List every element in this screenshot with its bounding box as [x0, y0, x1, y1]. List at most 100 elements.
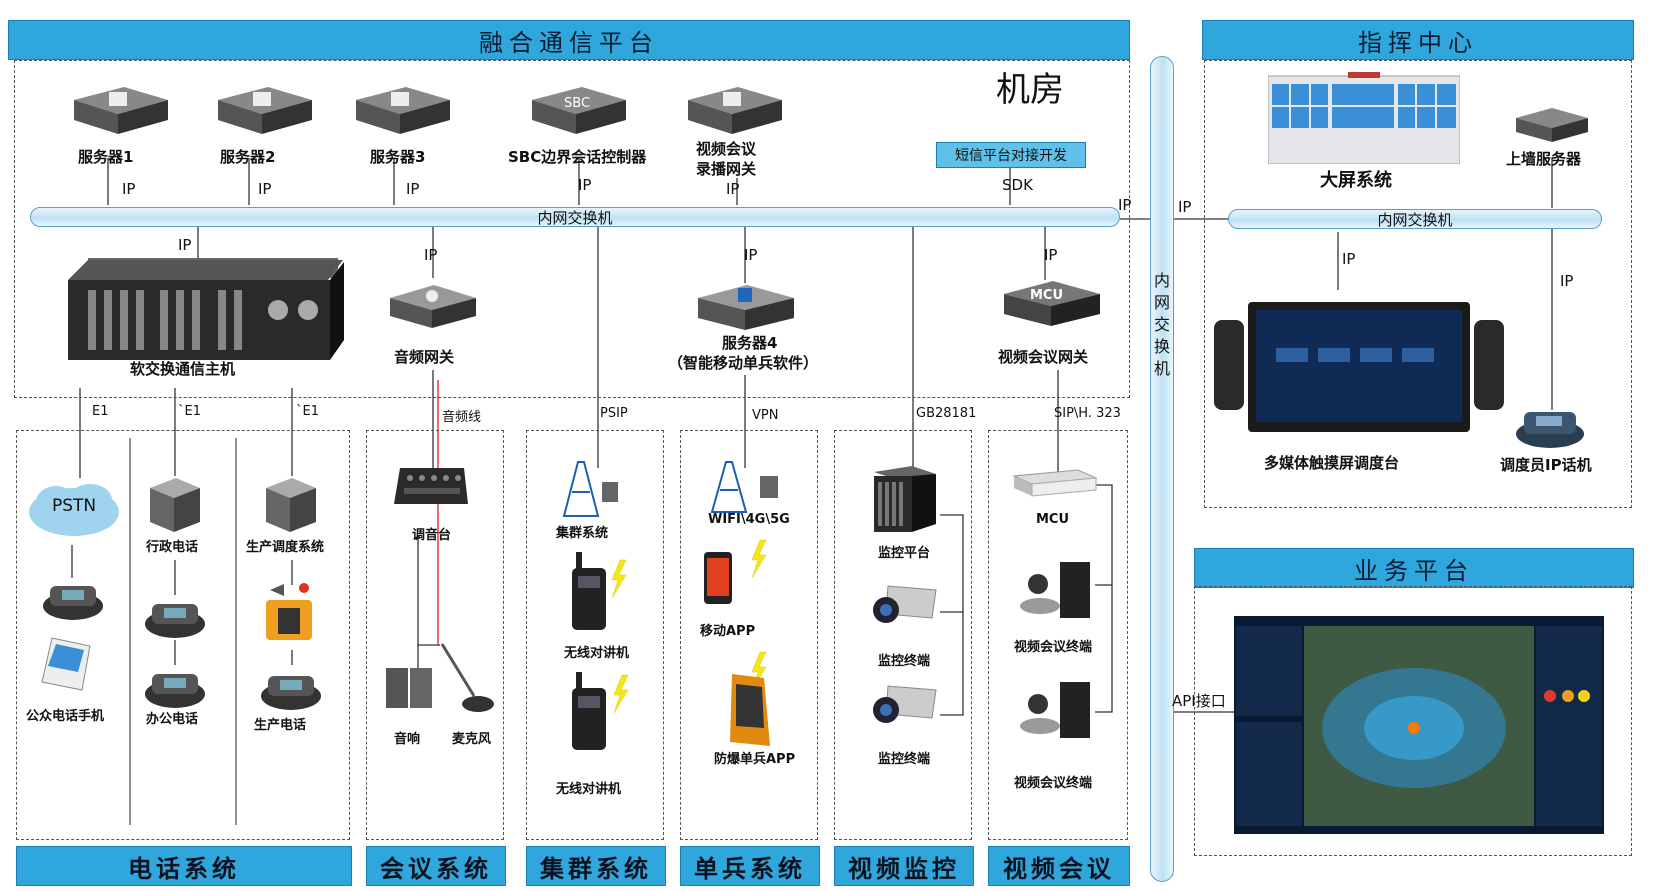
server3-icon	[356, 87, 450, 134]
ip-label: IP	[424, 246, 438, 264]
soldier-system-box	[680, 430, 818, 840]
server2-icon	[218, 87, 312, 134]
ip-label: IP	[578, 176, 592, 194]
radio1-label: 无线对讲机	[564, 646, 630, 661]
e1b-label: `E1	[178, 404, 201, 419]
audio-gateway-label: 音频网关	[394, 348, 455, 366]
camera-icon	[873, 685, 937, 723]
phone-system-footer: 电话系统	[16, 846, 352, 886]
ip-label: IP	[1118, 196, 1132, 214]
cluster-label: 集群系统	[556, 526, 609, 541]
monitor-platform-icon	[874, 466, 936, 532]
ex-app-label: 防爆单兵APP	[714, 752, 796, 767]
ip-label: IP	[406, 180, 420, 198]
vertical-switch-label: 内网交换机	[1153, 271, 1170, 378]
server2-label: 服务器2	[220, 148, 276, 166]
gb28181-label: GB28181	[916, 406, 977, 421]
microphone-icon	[440, 643, 494, 712]
prod-exchange-icon	[266, 478, 316, 532]
pstn-label: PSTN	[52, 496, 97, 516]
phone-system-box	[16, 430, 350, 840]
desk-phone-icon	[261, 676, 321, 710]
video-conf-title: 视频会议	[1003, 854, 1115, 883]
softswitch-label: 软交换通信主机	[130, 360, 236, 378]
desk-phone-icon	[145, 604, 205, 638]
monitor-terminal2-label: 监控终端	[878, 752, 931, 767]
right-switch-label: 内网交换机	[1377, 210, 1453, 229]
business-platform-header: 业务平台	[1194, 548, 1634, 588]
sms-dev-box: 短信平台对接开发	[936, 142, 1086, 168]
server4-label-1: 服务器4	[722, 334, 778, 352]
server1-label: 服务器1	[78, 148, 134, 166]
ip-label: IP	[1342, 250, 1356, 268]
soldier-system-title: 单兵系统	[694, 854, 806, 883]
ip-label: IP	[1044, 246, 1058, 264]
ip-label: IP	[1178, 198, 1192, 216]
vpn-label: VPN	[752, 408, 779, 423]
ip-label: IP	[258, 180, 272, 198]
e1-label: E1	[92, 404, 109, 419]
desk-phone-icon	[145, 674, 205, 708]
mixer-icon	[394, 468, 468, 504]
business-platform-box	[1194, 586, 1632, 856]
soldier-system-footer: 单兵系统	[680, 846, 820, 886]
intranet-switch-label: 内网交换机	[537, 208, 613, 227]
e1c-label: `E1	[296, 404, 319, 419]
vertical-intranet-switch	[1150, 56, 1174, 882]
radio2-label: 无线对讲机	[556, 782, 622, 797]
mobile-phone-icon	[41, 637, 91, 691]
mobile-app-phone-icon	[704, 552, 732, 604]
wifi-tower-icon	[710, 461, 778, 513]
ip-label: IP	[726, 180, 740, 198]
mcu-device-icon	[1012, 469, 1098, 497]
command-center-box	[1204, 60, 1632, 508]
wifi-label: WIFI\4G\5G	[708, 512, 790, 527]
server3-label: 服务器3	[370, 148, 426, 166]
psip-label: PSIP	[600, 406, 628, 421]
video-conf-terminal2-label: 视频会议终端	[1014, 776, 1093, 791]
office-phone-label: 办公电话	[146, 712, 199, 727]
speaker-icon	[386, 668, 432, 708]
speaker-label: 音响	[394, 732, 421, 747]
radio-icon	[572, 672, 606, 750]
big-screen-icon	[1268, 72, 1460, 164]
video-conf-footer: 视频会议	[988, 846, 1130, 886]
meeting-system-footer: 会议系统	[366, 846, 506, 886]
admin-phone-label: 行政电话	[146, 540, 199, 555]
command-center-header: 指挥中心	[1202, 20, 1634, 60]
ip-label: IP	[1560, 272, 1574, 290]
mixer-label: 调音台	[412, 528, 452, 543]
fusion-platform-header: 融合通信平台	[8, 20, 1130, 60]
video-gateway-icon	[688, 87, 782, 134]
intranet-switch-bar: 内网交换机	[30, 207, 1120, 227]
sdk-label: SDK	[1002, 176, 1033, 194]
machine-room-box	[14, 60, 1130, 398]
wall-server-label: 上墙服务器	[1506, 150, 1582, 168]
meeting-system-box	[366, 430, 504, 840]
video-gateway-label-2: 录播网关	[696, 160, 757, 178]
sbc-label: SBC边界会话控制器	[508, 148, 647, 166]
fusion-platform-title: 融合通信平台	[479, 28, 659, 57]
public-phone-label: 公众电话手机	[26, 709, 105, 724]
server4-label-2: （智能移动单兵软件）	[668, 354, 819, 372]
trunk-system-box	[526, 430, 664, 840]
ip-label: IP	[178, 236, 192, 254]
machine-room-label: 机房	[996, 70, 1064, 110]
radio-icon	[572, 552, 606, 630]
trunk-system-footer: 集群系统	[526, 846, 666, 886]
cluster-tower-icon	[562, 461, 618, 517]
server1-icon	[74, 87, 168, 134]
business-platform-title: 业务平台	[1354, 556, 1474, 585]
mobile-app-label: 移动APP	[700, 624, 756, 639]
video-conf-terminal1-label: 视频会议终端	[1014, 640, 1093, 655]
api-label: API接口	[1172, 692, 1226, 710]
camera-icon	[873, 585, 937, 623]
video-conf-terminal-icon	[1020, 682, 1090, 738]
ip-phone-icon	[1516, 412, 1584, 448]
meeting-system-title: 会议系统	[380, 854, 492, 883]
command-center-title: 指挥中心	[1358, 28, 1478, 57]
softswitch-host-icon	[68, 258, 344, 360]
explosion-proof-phone-icon	[266, 583, 312, 640]
prod-phone-label: 生产电话	[254, 718, 307, 733]
video-monitor-footer: 视频监控	[834, 846, 974, 886]
